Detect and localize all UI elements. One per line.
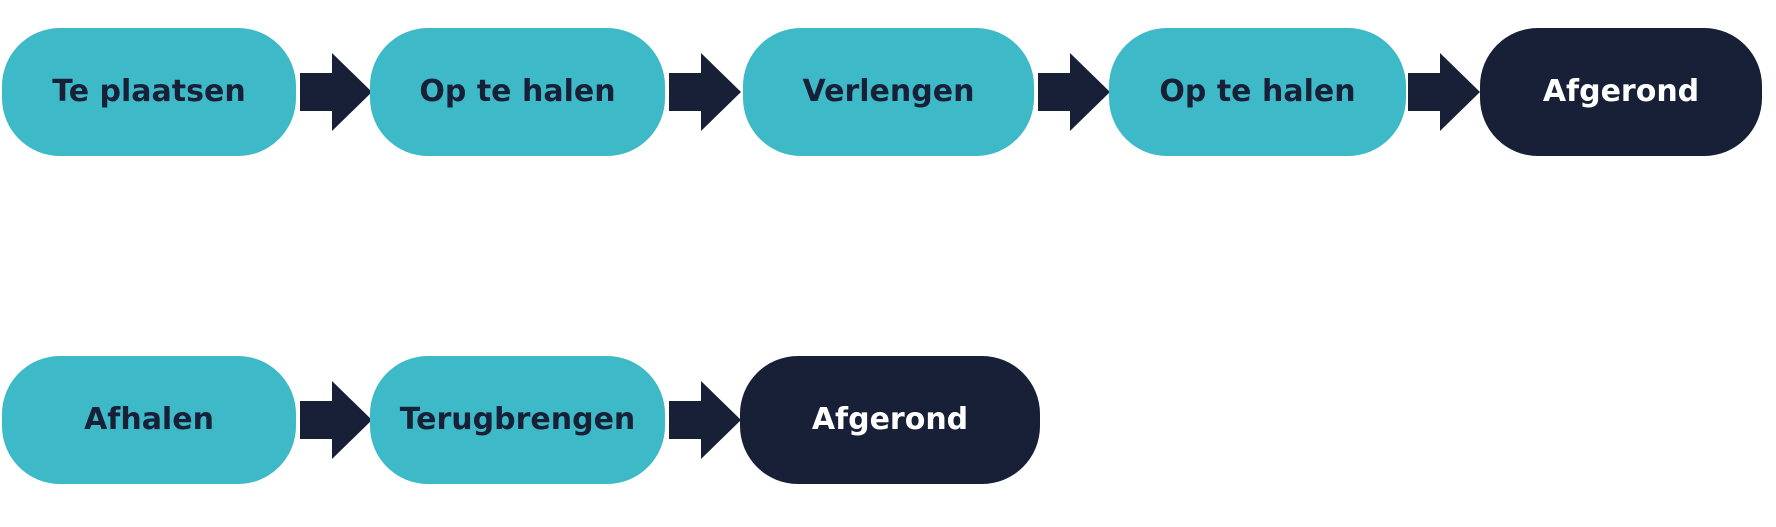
step-pill-te-plaatsen: Te plaatsen: [2, 28, 296, 156]
step-pill-op-te-halen-2: Op te halen: [1109, 28, 1406, 156]
step-pill-terugbrengen: Terugbrengen: [370, 356, 665, 484]
arrow-right-icon: [669, 381, 741, 459]
step-pill-verlengen: Verlengen: [743, 28, 1034, 156]
arrow-right-icon: [300, 381, 372, 459]
arrow-right-icon: [1408, 53, 1480, 131]
arrow-right-icon: [1038, 53, 1110, 131]
arrow-right-icon: [300, 53, 372, 131]
arrow-right-icon: [669, 53, 741, 131]
step-pill-afgerond-flow1: Afgerond: [1480, 28, 1762, 156]
step-pill-afhalen: Afhalen: [2, 356, 296, 484]
step-pill-op-te-halen-1: Op te halen: [370, 28, 665, 156]
step-pill-afgerond-flow2: Afgerond: [740, 356, 1040, 484]
